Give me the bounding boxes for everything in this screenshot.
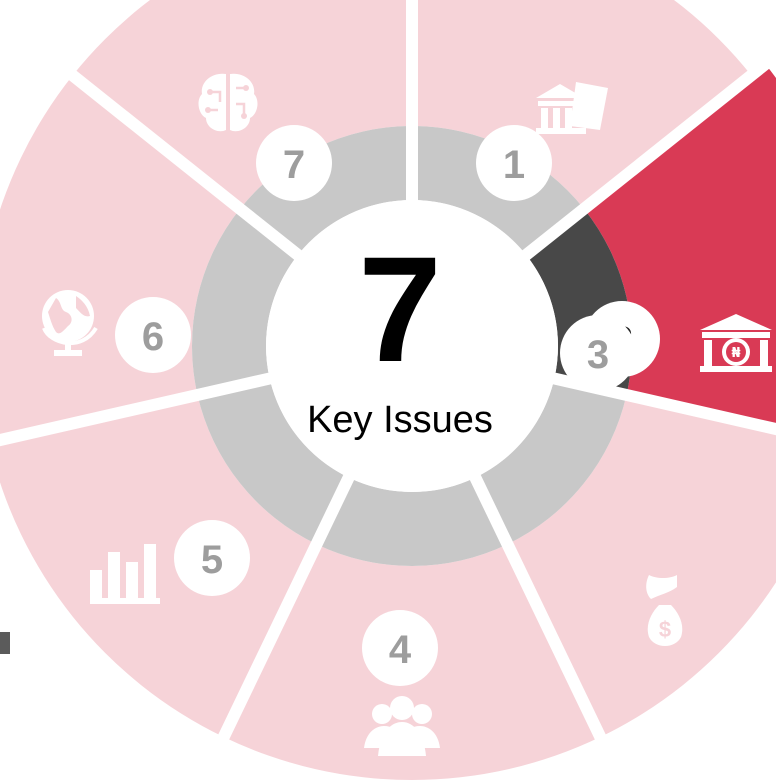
segment-6-badge[interactable]: 6: [115, 297, 191, 373]
segment-7-number: 7: [283, 143, 305, 187]
segment-5-number: 5: [201, 538, 223, 582]
segment-3-inner[interactable]: [475, 378, 627, 545]
segment-separator-7: [37, 45, 304, 261]
segment-6-number: 6: [142, 315, 164, 359]
naira-bank-icon: ₦: [700, 314, 772, 372]
segment-5-outer[interactable]: [0, 394, 317, 738]
edge-fragment: [0, 632, 10, 654]
segment-4-badge[interactable]: 4: [362, 610, 438, 686]
center-number: 7: [358, 225, 441, 393]
bank-document-icon: [536, 82, 608, 134]
segment-5-inner[interactable]: [197, 378, 349, 545]
svg-text:₦: ₦: [731, 346, 740, 361]
segment-separator-5: [200, 473, 355, 776]
segment-3-number: 3: [587, 333, 609, 377]
segment-separator-3: [551, 372, 776, 436]
center-disc: [266, 200, 558, 492]
people-group-icon: [364, 696, 440, 756]
segment-separator-6: [0, 372, 273, 447]
segment-separator-2: [520, 48, 776, 261]
segment-4-number: 4: [389, 628, 412, 672]
center-label: Key Issues: [307, 399, 493, 441]
bar-chart-icon: [90, 544, 160, 604]
segment-7-inner[interactable]: [239, 125, 412, 255]
segment-1-badge[interactable]: 1: [476, 125, 552, 201]
segment-3-outer[interactable]: [507, 394, 776, 738]
segment-6-inner[interactable]: [191, 208, 298, 395]
segment-7-badge[interactable]: 7: [256, 125, 332, 201]
globe-icon: [42, 290, 98, 356]
segment-4-inner[interactable]: [316, 477, 508, 566]
brain-circuit-icon: [198, 73, 258, 132]
svg-text:$: $: [659, 617, 671, 642]
segment-1-number: 1: [503, 143, 525, 187]
hand-money-bag-icon: $: [646, 575, 683, 646]
segment-separator-4: [469, 473, 624, 776]
segment-5-badge[interactable]: 5: [174, 520, 250, 596]
segment-3-badge[interactable]: 3: [560, 315, 636, 391]
